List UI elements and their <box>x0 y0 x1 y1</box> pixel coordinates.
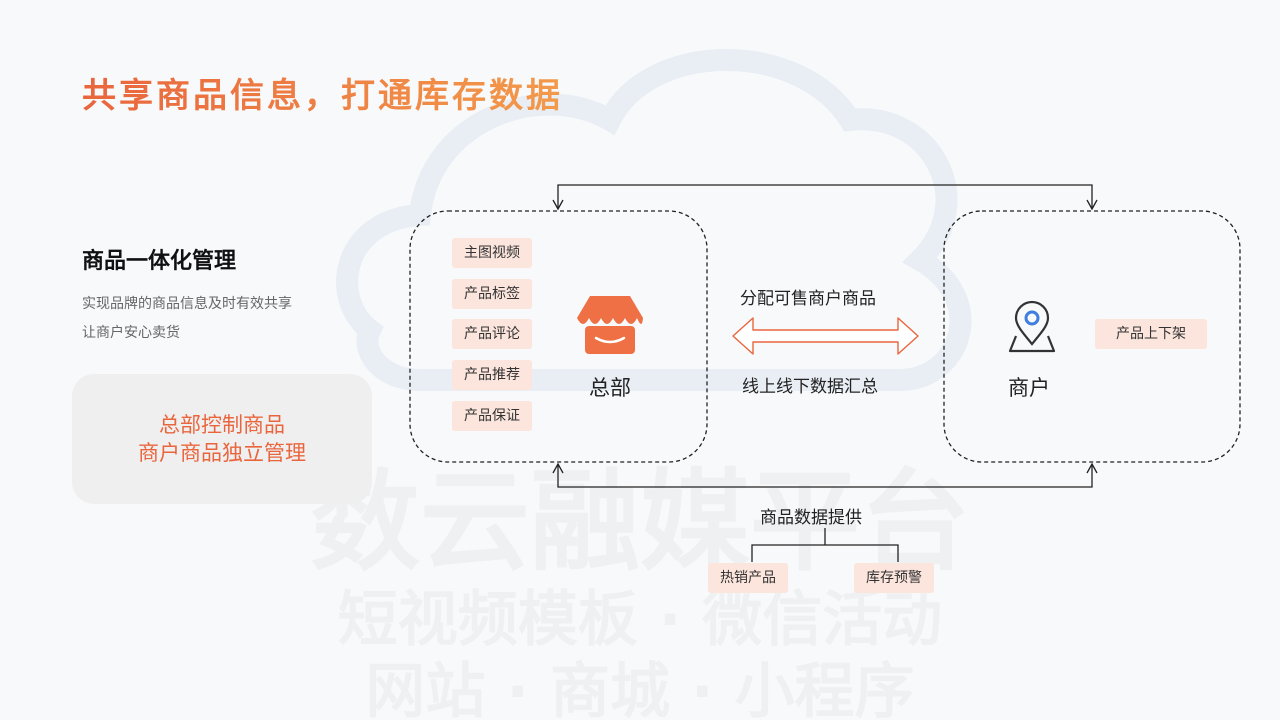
merchant-node-box <box>943 210 1241 463</box>
hq-node-box <box>409 210 708 463</box>
top-connector <box>557 184 1093 208</box>
hq-tag: 主图视频 <box>452 238 532 268</box>
highlight-box: 总部控制商品 商户商品独立管理 <box>72 374 372 504</box>
bottom-tag: 库存预警 <box>854 563 934 593</box>
top-arrow-left <box>552 199 564 211</box>
data-provide-label: 商品数据提供 <box>760 508 862 528</box>
top-arrow-right <box>1086 199 1098 211</box>
bottom-tag: 热销产品 <box>708 563 788 593</box>
description-line-2: 让商户安心卖货 <box>82 325 180 341</box>
merchant-label: 商户 <box>1008 376 1050 400</box>
section-heading: 商品一体化管理 <box>82 249 237 274</box>
description-line-1: 实现品牌的商品信息及时有效共享 <box>82 296 292 312</box>
bottom-arrow-left <box>552 462 564 474</box>
highlight-line-2: 商户商品独立管理 <box>138 441 306 465</box>
location-pin-icon <box>1008 300 1056 353</box>
double-arrow <box>732 317 919 355</box>
hq-label: 总部 <box>589 376 631 400</box>
hq-tag: 产品保证 <box>452 401 532 431</box>
merchant-tag: 产品上下架 <box>1095 319 1207 349</box>
bottom-arrow-right <box>1086 462 1098 474</box>
aggregate-label: 线上线下数据汇总 <box>742 377 878 397</box>
highlight-line-1: 总部控制商品 <box>159 413 285 437</box>
hq-tag: 产品标签 <box>452 279 532 309</box>
page-title: 共享商品信息，打通库存数据 <box>82 68 563 117</box>
store-icon <box>577 296 643 354</box>
hq-tag: 产品评论 <box>452 319 532 349</box>
bottom-bracket <box>751 528 899 562</box>
hq-tag: 产品推荐 <box>452 360 532 390</box>
distribute-label: 分配可售商户商品 <box>740 289 876 309</box>
bottom-connector <box>557 465 1093 488</box>
